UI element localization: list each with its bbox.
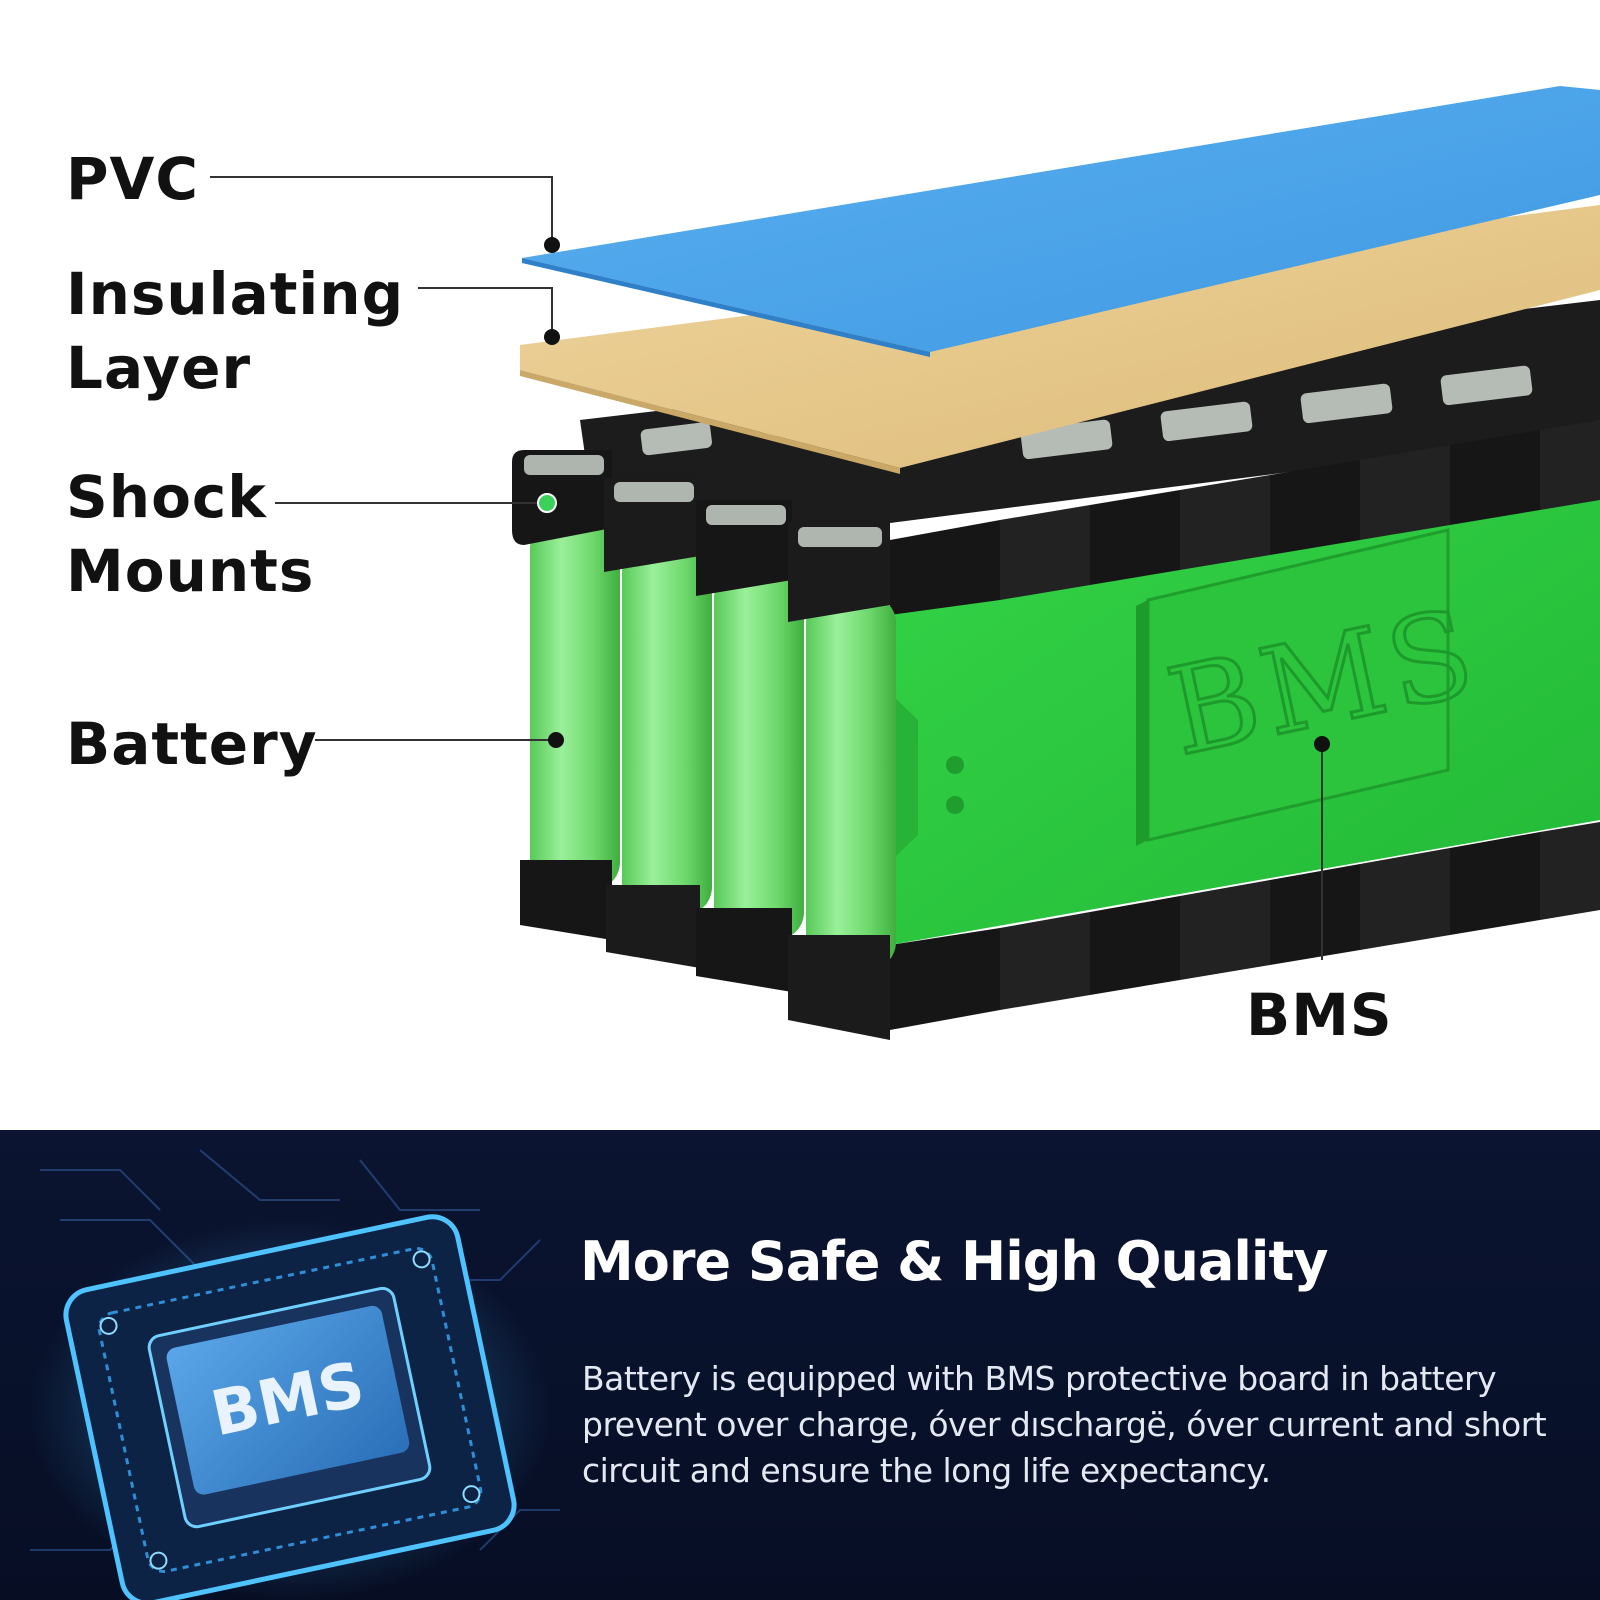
insulating-label-line2: Layer (66, 334, 252, 402)
bms-chip-illustration: BMS (30, 1149, 560, 1600)
pvc-layer (522, 86, 1600, 352)
shock-mounts-label: Shock Mounts (66, 460, 314, 608)
upper-right-holders (890, 420, 1600, 615)
front-cells (530, 520, 896, 970)
pvc-label: PVC (66, 145, 199, 213)
bms-description: Battery is equipped with BMS protective … (582, 1359, 1547, 1490)
battery-cell (530, 520, 620, 890)
battery-cell (622, 545, 712, 915)
insulating-layer (520, 205, 1600, 468)
bms-label: BMS (1246, 981, 1393, 1049)
battery-pack-illustration: BMS (210, 86, 1600, 1040)
bms-feature-banner: BMS More Safe & High Quality Battery is … (0, 1130, 1600, 1600)
front-top-holders (512, 450, 890, 622)
shock-label-line1: Shock (66, 463, 267, 531)
chip-face (166, 1305, 410, 1495)
battery-exploded-diagram: BMS (66, 86, 1600, 1049)
front-bottom-holders (520, 860, 890, 1040)
battery-label: Battery (66, 710, 318, 778)
pvc-leader-line (210, 176, 553, 242)
leader-lines (210, 176, 1323, 960)
leader-dots (537, 237, 1330, 752)
insulating-layer-label: Insulating Layer (66, 257, 404, 405)
lower-right-holders (890, 822, 1600, 1030)
insulating-leader-line (418, 287, 553, 333)
battery-cell (714, 570, 804, 940)
shock-label-line2: Mounts (66, 537, 315, 605)
headline: More Safe & High Quality (580, 1230, 1328, 1293)
battery-cell (806, 595, 896, 970)
insulating-label-line1: Insulating (66, 260, 405, 328)
